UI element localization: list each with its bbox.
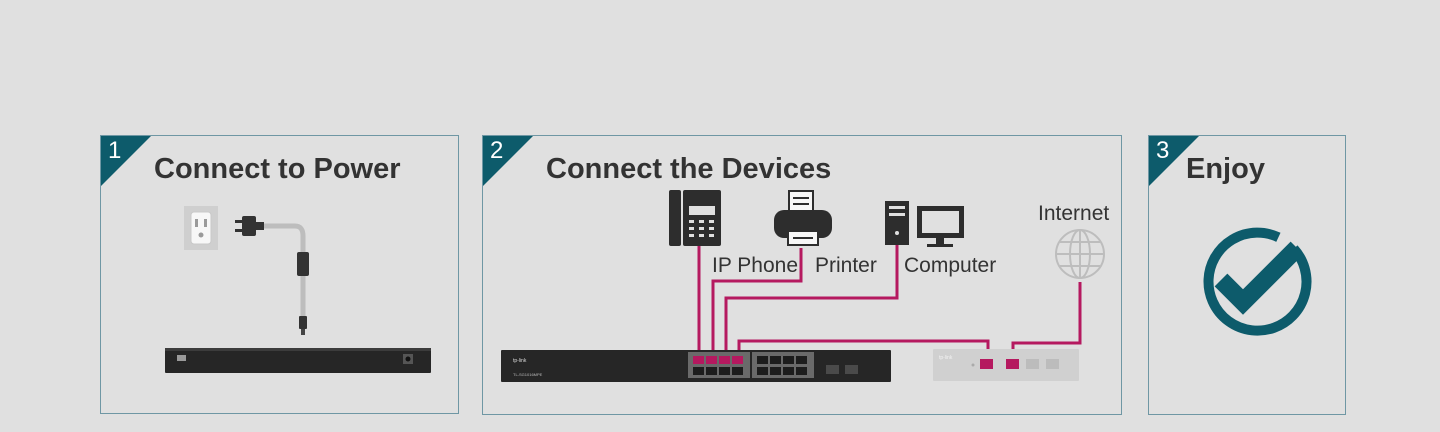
step-number: 1 xyxy=(108,137,122,164)
computer-label: Computer xyxy=(904,254,997,277)
router-device-icon: tp-link xyxy=(933,349,1079,381)
switch-brand-label: tp-link xyxy=(513,358,527,364)
step-number: 2 xyxy=(490,137,504,164)
step-corner-badge xyxy=(101,136,151,186)
switch-model-label: TL-SG1016MPE xyxy=(513,372,543,377)
enjoy-illustration xyxy=(1203,227,1312,336)
router-brand-label: tp-link xyxy=(939,355,953,361)
internet-label: Internet xyxy=(1038,202,1110,225)
step-title: Enjoy xyxy=(1186,153,1265,185)
switch-device-icon: tp-link TL-SG1016MPE xyxy=(501,350,891,382)
printer-label: Printer xyxy=(815,254,877,277)
step-corner-badge xyxy=(483,136,533,186)
step-1-panel: 1 Connect to Power xyxy=(100,135,459,414)
computer-icon xyxy=(885,201,964,247)
ip-phone-icon xyxy=(669,190,721,246)
checkmark-icon xyxy=(1203,227,1312,336)
power-illustration xyxy=(165,206,431,373)
printer-icon xyxy=(774,190,832,246)
cable-ferrite-icon xyxy=(297,252,309,276)
step-title: Connect the Devices xyxy=(546,153,832,185)
step-number: 3 xyxy=(1156,137,1170,164)
devices-illustration: tp-link TL-SG1016MPE tp-link xyxy=(501,190,1105,382)
power-outlet-icon xyxy=(184,206,218,250)
globe-icon xyxy=(1055,229,1105,279)
ip-phone-label: IP Phone xyxy=(712,254,799,277)
step-corner-badge xyxy=(1149,136,1199,186)
step-2-panel: 2 Connect the Devices xyxy=(482,135,1122,415)
step-3-panel: 3 Enjoy xyxy=(1148,135,1346,415)
switch-device-icon xyxy=(165,348,431,373)
power-plug-icon xyxy=(235,216,264,236)
step-title: Connect to Power xyxy=(154,153,401,185)
